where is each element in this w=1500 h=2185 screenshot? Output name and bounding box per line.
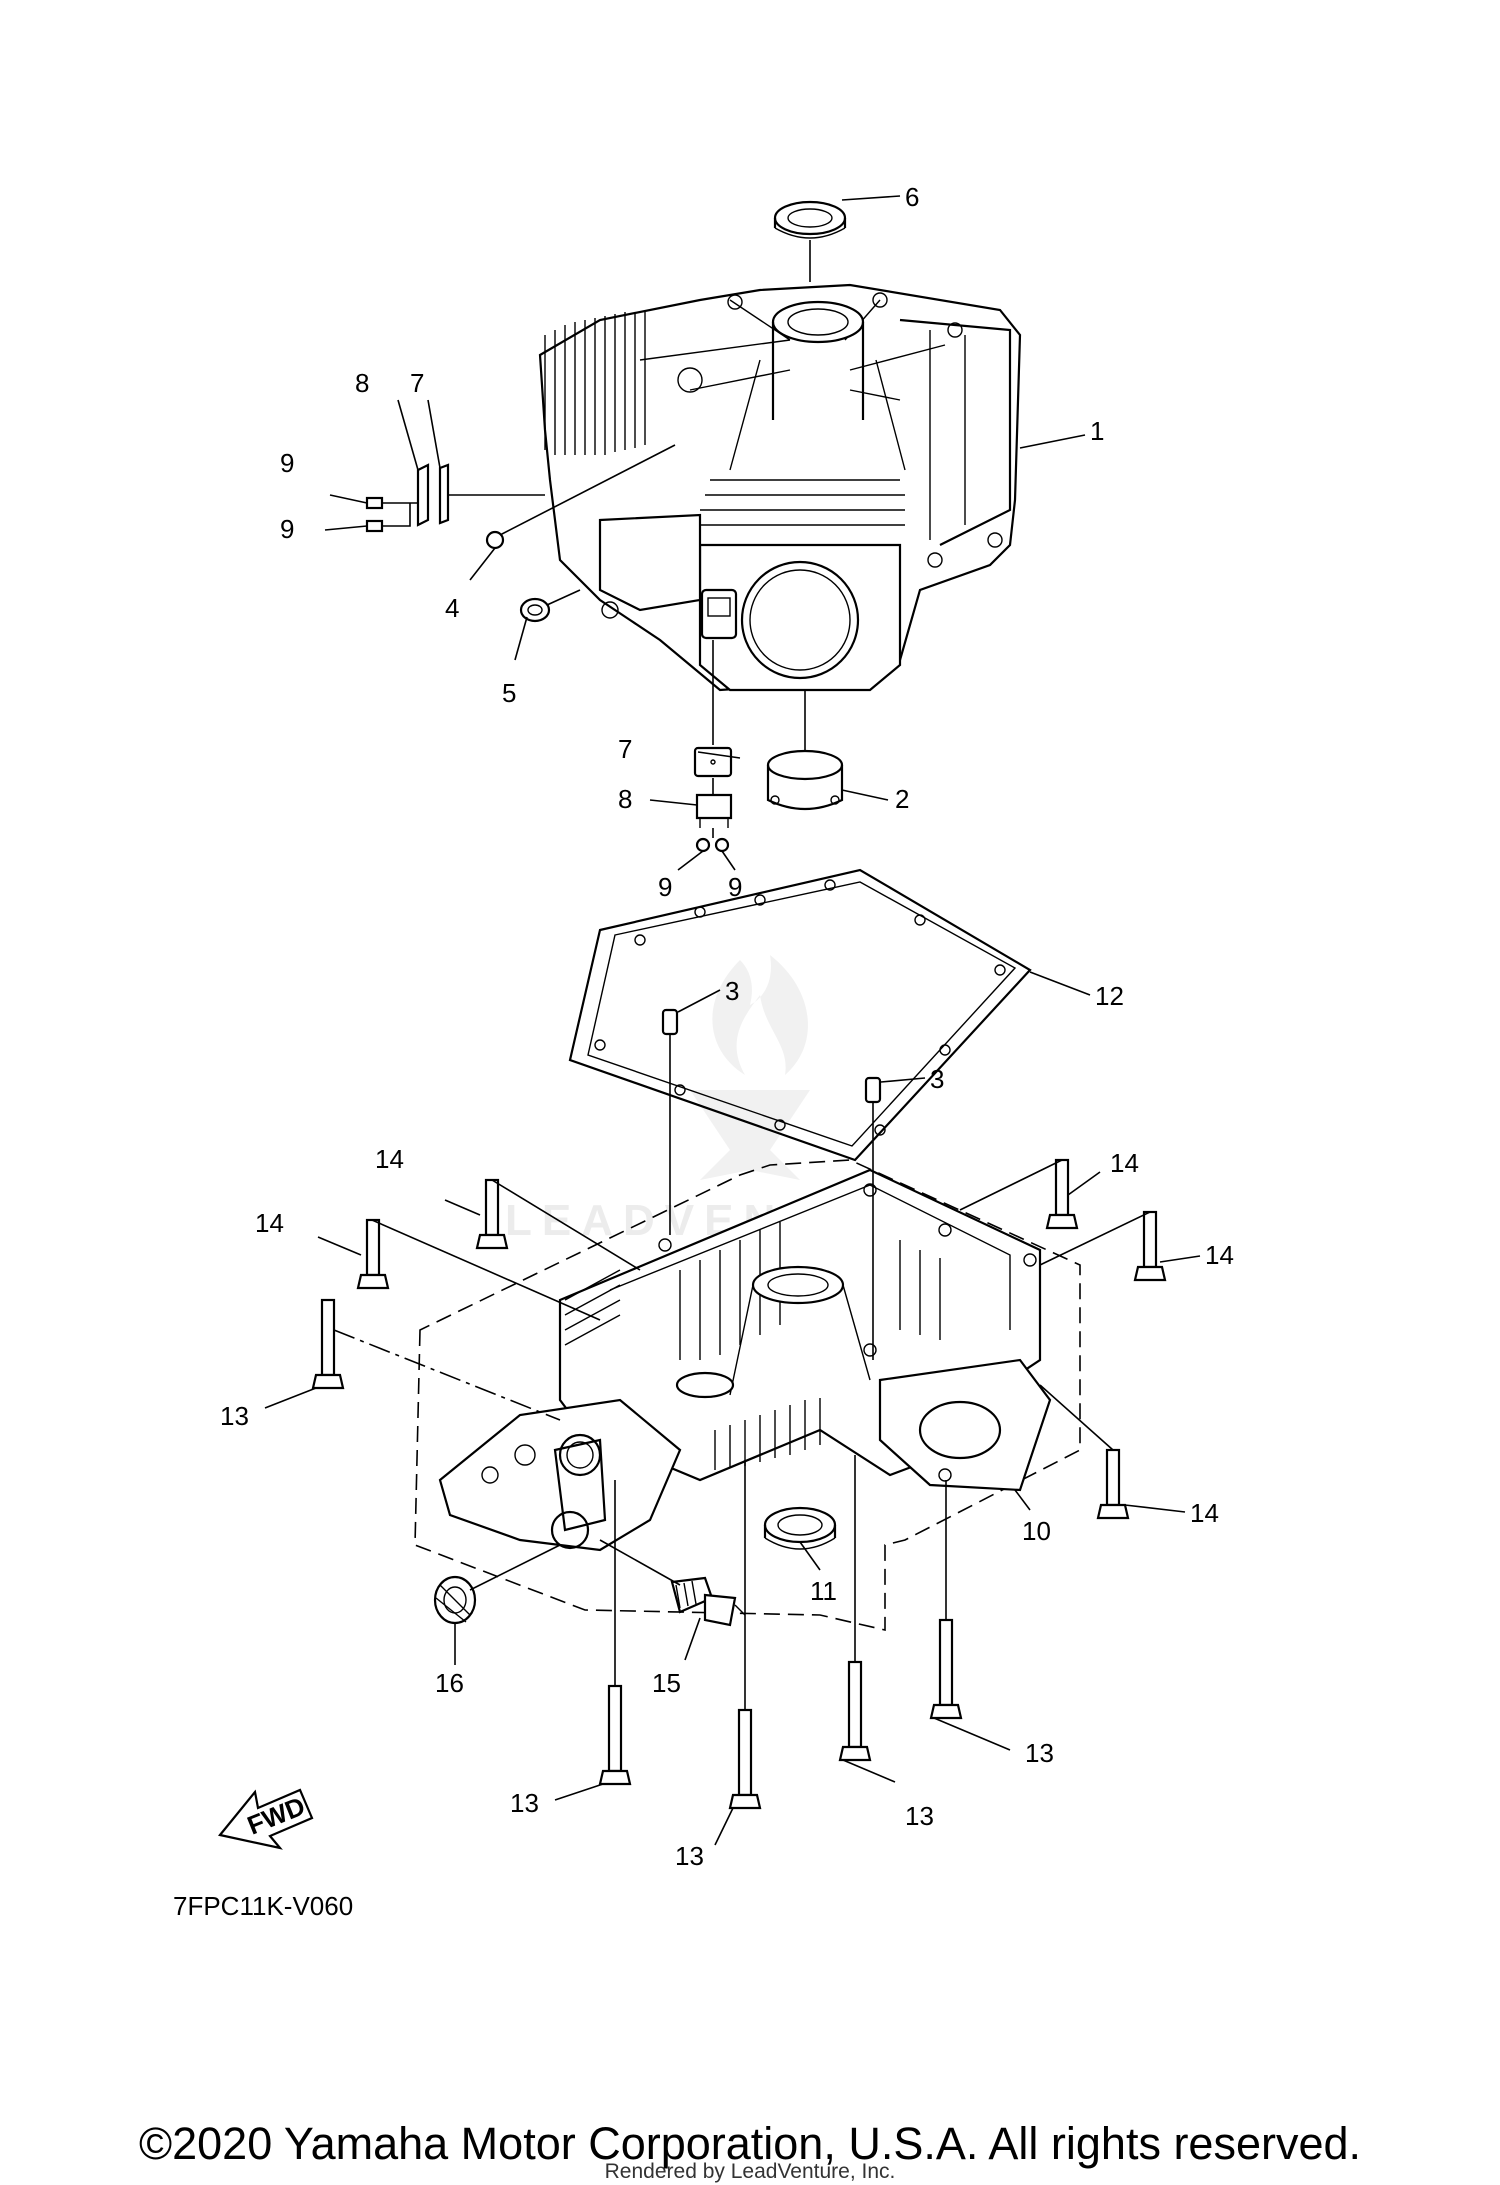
part-8-sensor-lower bbox=[695, 793, 733, 828]
callout-14-d: 14 bbox=[1205, 1240, 1234, 1270]
callout-15: 15 bbox=[652, 1668, 681, 1698]
callout-8-lower: 8 bbox=[618, 784, 632, 814]
part-9-screws-lower bbox=[695, 837, 730, 853]
callout-14-a: 14 bbox=[375, 1144, 404, 1174]
callout-13-b: 13 bbox=[1025, 1738, 1054, 1768]
callout-7-upper: 7 bbox=[410, 368, 424, 398]
bolt-13-front-mid bbox=[728, 1708, 762, 1810]
callout-3-left: 3 bbox=[725, 976, 739, 1006]
callout-11: 11 bbox=[810, 1576, 837, 1606]
forward-direction-arrow: FWD bbox=[218, 1788, 314, 1850]
crankcase-assembly bbox=[538, 283, 1022, 692]
callout-13-c: 13 bbox=[510, 1788, 539, 1818]
callout-12: 12 bbox=[1095, 981, 1124, 1011]
part-14-bolts bbox=[356, 1158, 1167, 1520]
callout-pointers bbox=[264, 195, 1201, 1846]
callout-9-lower-a: 9 bbox=[658, 872, 672, 902]
part-2-bushing bbox=[766, 749, 844, 810]
assembly-lines bbox=[333, 240, 1151, 1710]
part-9-screws-upper bbox=[365, 496, 384, 533]
callout-2: 2 bbox=[895, 784, 909, 814]
part-16-plug bbox=[433, 1575, 477, 1625]
callout-8-upper: 8 bbox=[355, 368, 369, 398]
bolt-14-right-lower bbox=[1096, 1448, 1130, 1520]
callout-13-e: 13 bbox=[675, 1841, 704, 1871]
crankcase-cover-assembly bbox=[414, 1159, 1081, 1632]
part-13-bolts bbox=[311, 1298, 963, 1810]
callout-14-e: 14 bbox=[1190, 1498, 1219, 1528]
callout-5: 5 bbox=[502, 678, 516, 708]
bolt-13-front-right bbox=[838, 1660, 872, 1762]
callout-labels: 6 1 8 7 9 9 4 5 7 8 2 9 9 3 12 3 14 14 1… bbox=[220, 182, 1234, 1871]
callout-14-b: 14 bbox=[1110, 1148, 1139, 1178]
diagram-code: 7FPC11K-V060 bbox=[173, 1891, 353, 1921]
callout-13-d: 13 bbox=[905, 1801, 934, 1831]
callout-6: 6 bbox=[905, 182, 919, 212]
part-3-dowel-left bbox=[661, 1008, 679, 1036]
rendered-by-notice: Rendered by LeadVenture, Inc. bbox=[604, 2160, 896, 2183]
part-8-plate-upper bbox=[416, 463, 430, 527]
callout-13-a: 13 bbox=[220, 1401, 249, 1431]
part-6-oil-seal bbox=[773, 200, 847, 239]
callout-9-upper-a: 9 bbox=[280, 448, 294, 478]
part-3-dowel-right bbox=[864, 1076, 882, 1104]
bolt-14-right-back bbox=[1045, 1158, 1079, 1230]
bolt-13-right bbox=[929, 1618, 963, 1720]
callout-4: 4 bbox=[445, 593, 459, 623]
callout-9-upper-b: 9 bbox=[280, 514, 294, 544]
bolt-14-left-front bbox=[356, 1218, 390, 1290]
bolt-13-front-left bbox=[598, 1684, 632, 1786]
part-11-oil-seal bbox=[763, 1506, 837, 1550]
callout-7-lower: 7 bbox=[618, 734, 632, 764]
part-5-seal bbox=[519, 597, 551, 623]
part-7-plate-upper bbox=[438, 463, 450, 525]
callout-9-lower-b: 9 bbox=[728, 872, 742, 902]
callout-10: 10 bbox=[1022, 1516, 1051, 1546]
bolt-13-left-upper bbox=[311, 1298, 345, 1390]
bolt-14-right-front bbox=[1133, 1210, 1167, 1282]
part-12-gasket bbox=[568, 868, 1032, 1162]
callout-1: 1 bbox=[1090, 416, 1104, 446]
callout-14-c: 14 bbox=[255, 1208, 284, 1238]
callout-3-right: 3 bbox=[930, 1064, 944, 1094]
callout-16: 16 bbox=[435, 1668, 464, 1698]
bolt-14-left-back bbox=[475, 1178, 509, 1250]
part-15-pressure-switch bbox=[670, 1576, 746, 1627]
copyright-notice: ©2020 Yamaha Motor Corporation, U.S.A. A… bbox=[138, 2118, 1362, 2169]
crankcase-fins bbox=[544, 312, 646, 455]
